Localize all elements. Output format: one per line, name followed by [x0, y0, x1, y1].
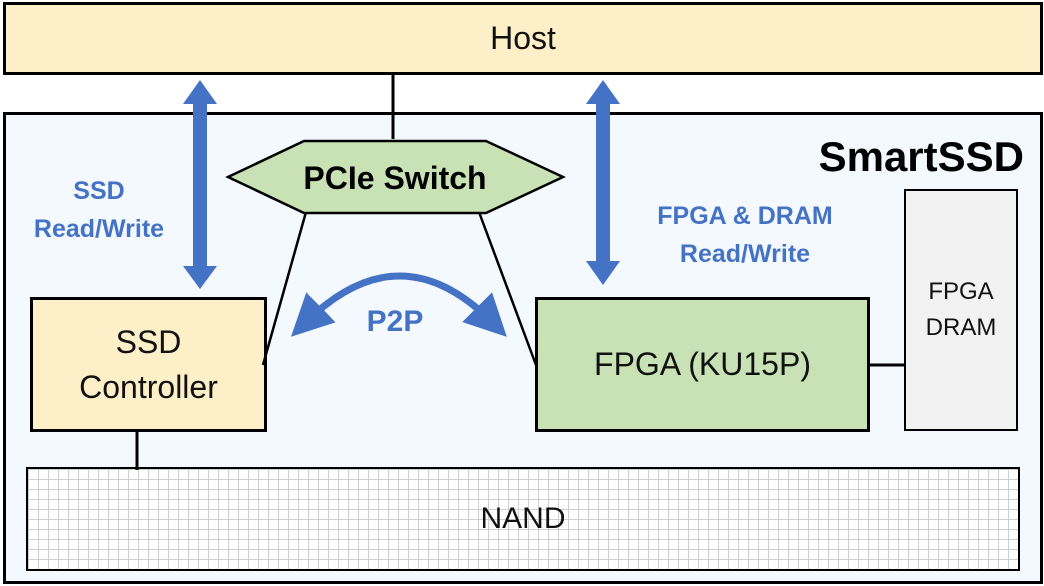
nand-box: NAND [26, 467, 1020, 571]
host-box: Host [3, 2, 1043, 75]
fpga-read-write-label-line2: Read/Write [679, 240, 811, 268]
host-label: Host [490, 20, 556, 56]
p2p-label: P2P [366, 305, 424, 338]
ssd-controller-box: SSD Controller [30, 297, 267, 432]
fpga-read-write-label-line1: FPGA & DRAM [657, 202, 833, 230]
fpga-dram-label-line2: DRAM [925, 314, 997, 341]
fpga-dram-label-line1: FPGA [928, 278, 994, 305]
nand-label: NAND [480, 502, 566, 535]
ssd-read-write-label-line1: SSD [73, 177, 125, 205]
ssd-controller-label-line1: SSD [115, 323, 182, 360]
ssd-read-write-label: SSD Read/Write [14, 172, 184, 248]
ssd-controller-label-line2: Controller [79, 368, 218, 405]
fpga-dram-box: FPGA DRAM [904, 189, 1018, 431]
fpga-label: FPGA (KU15P) [594, 346, 811, 382]
fpga-box: FPGA (KU15P) [535, 297, 870, 432]
smartssd-title: SmartSSD [818, 133, 1024, 180]
ssd-read-write-label-line2: Read/Write [33, 215, 165, 243]
fpga-read-write-label: FPGA & DRAM Read/Write [640, 197, 850, 273]
